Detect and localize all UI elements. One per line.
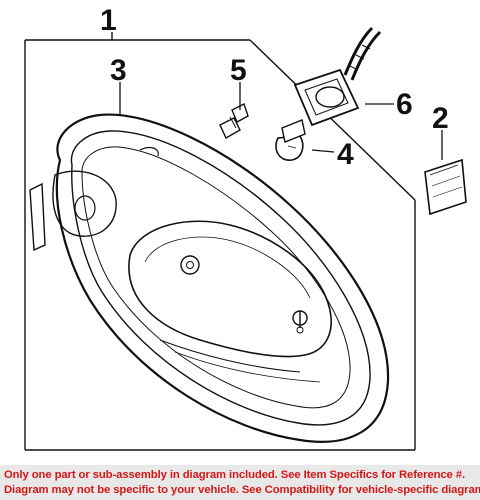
- callout-4: 4: [337, 138, 354, 171]
- adjuster-screw: [219, 103, 249, 139]
- bulb-socket-harness: [293, 26, 382, 127]
- callout-3: 3: [110, 54, 127, 87]
- housing-outer-shell: [55, 113, 390, 443]
- callout-6: 6: [396, 88, 413, 121]
- high-beam-socket: [292, 310, 308, 334]
- side-marker-lamp: [424, 158, 467, 216]
- main-reflector: [128, 220, 332, 358]
- assembly-bracket: [24, 32, 416, 451]
- callout-1: 1: [100, 4, 117, 37]
- disclaimer-line-2: Diagram may not be specific to your vehi…: [4, 484, 480, 496]
- low-beam-socket: [180, 255, 200, 275]
- disclaimer-line-1: Only one part or sub-assembly in diagram…: [4, 469, 465, 481]
- disclaimer-footer: Only one part or sub-assembly in diagram…: [0, 465, 480, 500]
- housing-bezel: [81, 146, 351, 409]
- headlamp-housing: [29, 113, 390, 443]
- callout-2: 2: [432, 102, 449, 135]
- headlamp-assembly-diagram: 1 3 5 6 2 4: [24, 4, 467, 451]
- leader-lines: [119, 82, 443, 160]
- mounting-tab-left: [29, 182, 46, 252]
- side-marker-reflector: [52, 170, 117, 237]
- callout-5: 5: [230, 54, 247, 87]
- headlamp-bulb: [275, 119, 306, 161]
- housing-inner-lens: [70, 130, 371, 426]
- side-marker-bulb: [74, 195, 96, 221]
